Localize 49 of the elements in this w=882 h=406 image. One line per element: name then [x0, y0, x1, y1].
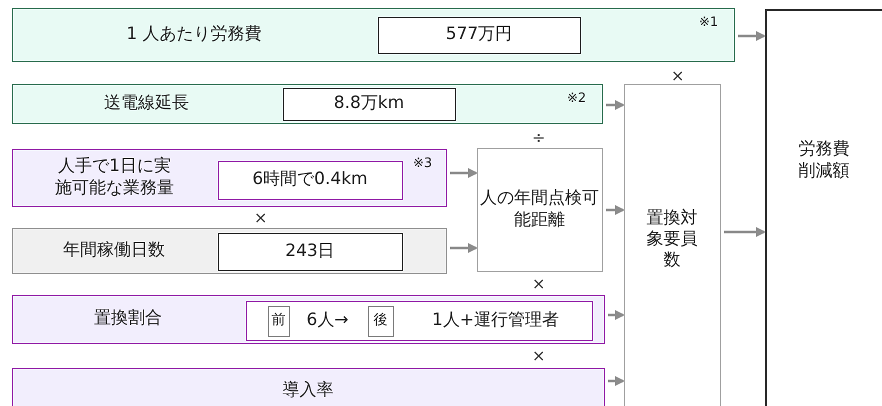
value-box [283, 88, 456, 121]
factor-box [12, 8, 735, 62]
arrow [450, 168, 478, 178]
arrow [724, 227, 766, 237]
factor-box [12, 295, 605, 344]
operator-sign: × [532, 274, 546, 293]
value-box [246, 301, 593, 341]
value-box [218, 233, 403, 271]
value-box [218, 161, 403, 200]
footnote-mark: ※3 [413, 156, 432, 171]
value-text: 1人+運行管理者 [430, 308, 560, 332]
footnote-mark: ※1 [699, 15, 718, 30]
box-label: 送電線延長 [103, 92, 190, 115]
tag-box [268, 306, 290, 337]
factor-box [12, 368, 605, 406]
value-text: 6時間で0.4km [251, 168, 369, 192]
value-text: 6人→ [305, 308, 350, 332]
footnote-mark: ※2 [567, 91, 586, 106]
tag-label: 前 [270, 311, 286, 330]
value-box [378, 17, 581, 54]
factor-box [12, 228, 447, 274]
factor-box [12, 149, 447, 207]
arrow [608, 376, 625, 386]
box-label: 労務費削減額 [797, 138, 850, 182]
box-label: 置換対象要員数 [646, 206, 698, 272]
arrow [608, 310, 625, 320]
operator-sign: × [254, 208, 268, 227]
box-label: 年間稼働日数 [62, 238, 166, 262]
box-label: 置換割合 [93, 307, 163, 330]
tag-box [368, 306, 394, 337]
arrow [738, 31, 766, 41]
arrow [450, 243, 478, 253]
arrow [606, 205, 625, 215]
result-box [765, 9, 882, 406]
operator-sign: ÷ [532, 128, 546, 147]
value-text: 8.8万km [332, 92, 406, 116]
box-label: 1 人あたり労務費 [125, 22, 263, 46]
result-box [624, 84, 721, 406]
factor-box [12, 84, 603, 124]
operator-sign: × [671, 66, 684, 85]
operator-sign: × [532, 346, 546, 365]
tag-label: 後 [372, 311, 388, 330]
arrow [606, 100, 625, 110]
box-label: 人の年間点検可能距離 [479, 187, 600, 232]
value-text: 243日 [284, 240, 336, 263]
box-label: 人手で1日に実施可能な業務量 [54, 155, 175, 200]
box-label: 導入率 [282, 378, 334, 402]
result-box [477, 148, 603, 272]
value-text: 577万円 [444, 23, 514, 46]
